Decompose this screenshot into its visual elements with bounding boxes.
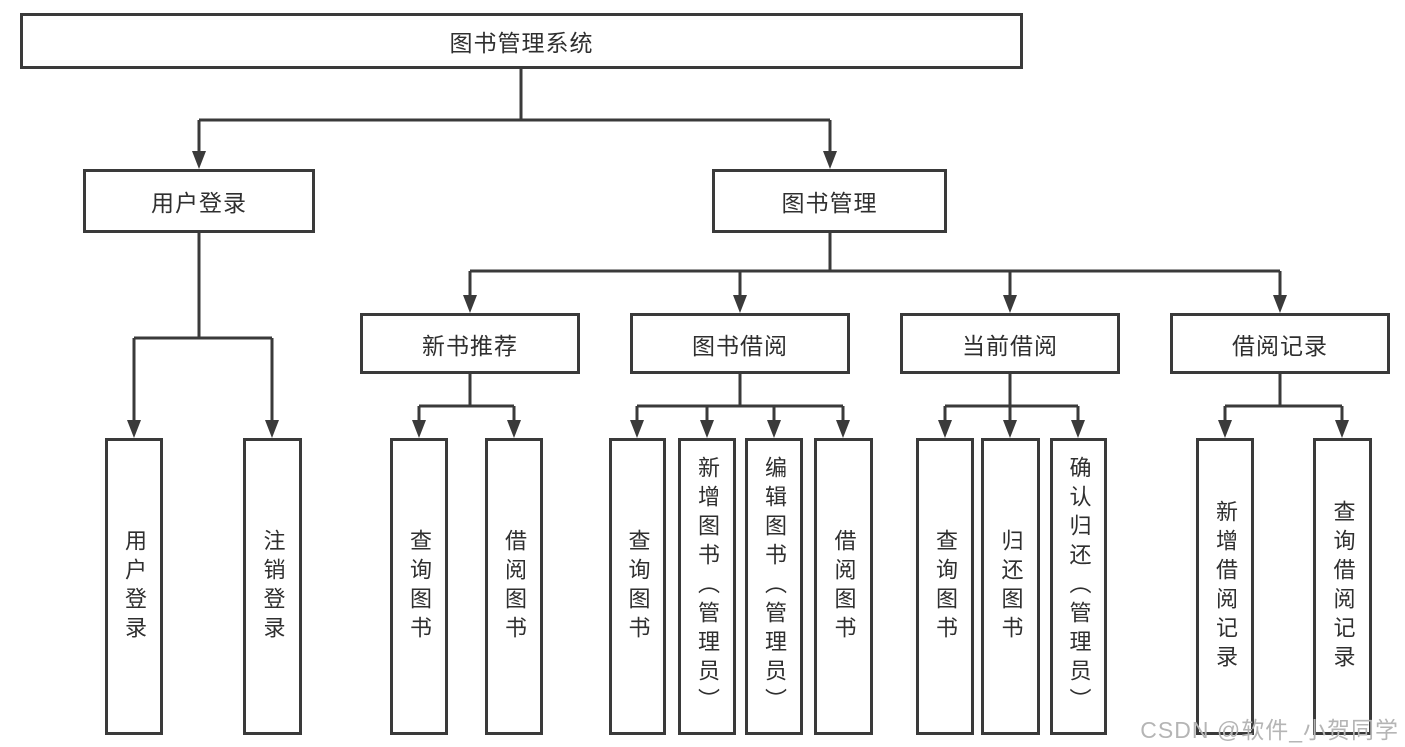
node-root: 图书管理系统 (20, 13, 1023, 69)
node-book-borrowing: 图书借阅 (630, 313, 850, 374)
node-current-query-books: 查询图书 (916, 438, 974, 735)
connector-lines (132, 69, 1344, 423)
node-user-login: 用户登录 (83, 169, 315, 233)
node-borrow-borrow-books: 借阅图书 (814, 438, 873, 735)
node-current-borrowing: 当前借阅 (900, 313, 1120, 374)
node-records-query-borrow-record: 查询借阅记录 (1313, 438, 1372, 735)
node-borrowing-records: 借阅记录 (1170, 313, 1390, 374)
node-recommend-borrow-books: 借阅图书 (485, 438, 543, 735)
node-current-return-books: 归还图书 (981, 438, 1040, 735)
node-recommend-query-books: 查询图书 (390, 438, 448, 735)
node-current-confirm-return-admin: 确认归还（管理员） (1050, 438, 1107, 735)
node-borrow-query-books: 查询图书 (609, 438, 666, 735)
node-records-add-borrow-record: 新增借阅记录 (1196, 438, 1254, 735)
node-user-login-action: 用户登录 (105, 438, 163, 735)
node-book-management: 图书管理 (712, 169, 947, 233)
csdn-watermark: CSDN @软件_小贺同学 (1140, 717, 1399, 743)
node-borrow-edit-books-admin: 编辑图书（管理员） (745, 438, 803, 735)
node-logout-action: 注销登录 (243, 438, 302, 735)
node-new-book-recommendation: 新书推荐 (360, 313, 580, 374)
node-borrow-add-books-admin: 新增图书（管理员） (678, 438, 736, 735)
